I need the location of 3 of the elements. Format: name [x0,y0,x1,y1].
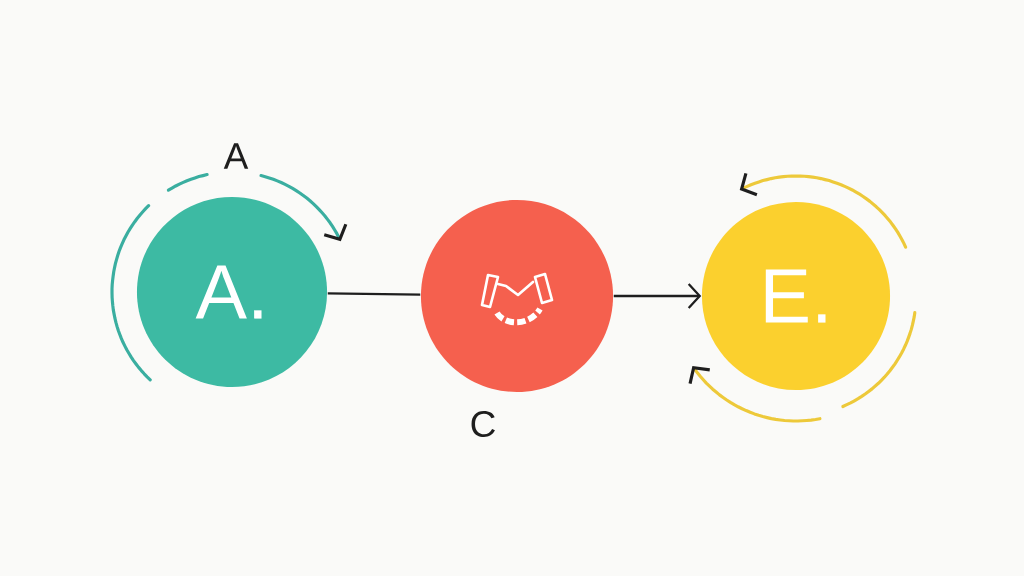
connector-arrow [613,283,702,309]
circle-label: C [471,410,495,438]
circle-label: A [223,143,249,169]
